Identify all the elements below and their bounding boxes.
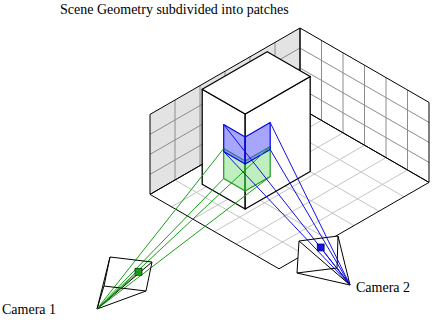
view-ray [97, 149, 224, 309]
view-ray [97, 147, 270, 309]
cube-face [202, 52, 310, 114]
view-ray [97, 272, 138, 309]
view-ray [97, 177, 270, 309]
camera-frustum-edge [299, 241, 350, 285]
camera-label: Camera 2 [356, 280, 410, 295]
camera-label: Camera 1 [2, 302, 56, 317]
view-ray [270, 150, 350, 285]
view-ray [270, 123, 350, 285]
wall-grid-line [300, 68, 429, 142]
wall-grid-line [300, 88, 429, 162]
view-ray [224, 125, 350, 285]
highlighted-patch [224, 125, 246, 164]
camera-frustum-edge [297, 236, 338, 273]
camera-frustum-edge [97, 262, 152, 309]
camera-frustum-edge [104, 257, 152, 291]
view-ray [97, 179, 224, 309]
view-ray [321, 247, 350, 285]
view-ray [224, 152, 350, 285]
diagram-title: Scene Geometry subdivided into patches [60, 2, 289, 17]
right-wall-outline [300, 28, 429, 182]
camera-frustum-edge [97, 291, 146, 309]
wall-grid-line [300, 48, 429, 122]
